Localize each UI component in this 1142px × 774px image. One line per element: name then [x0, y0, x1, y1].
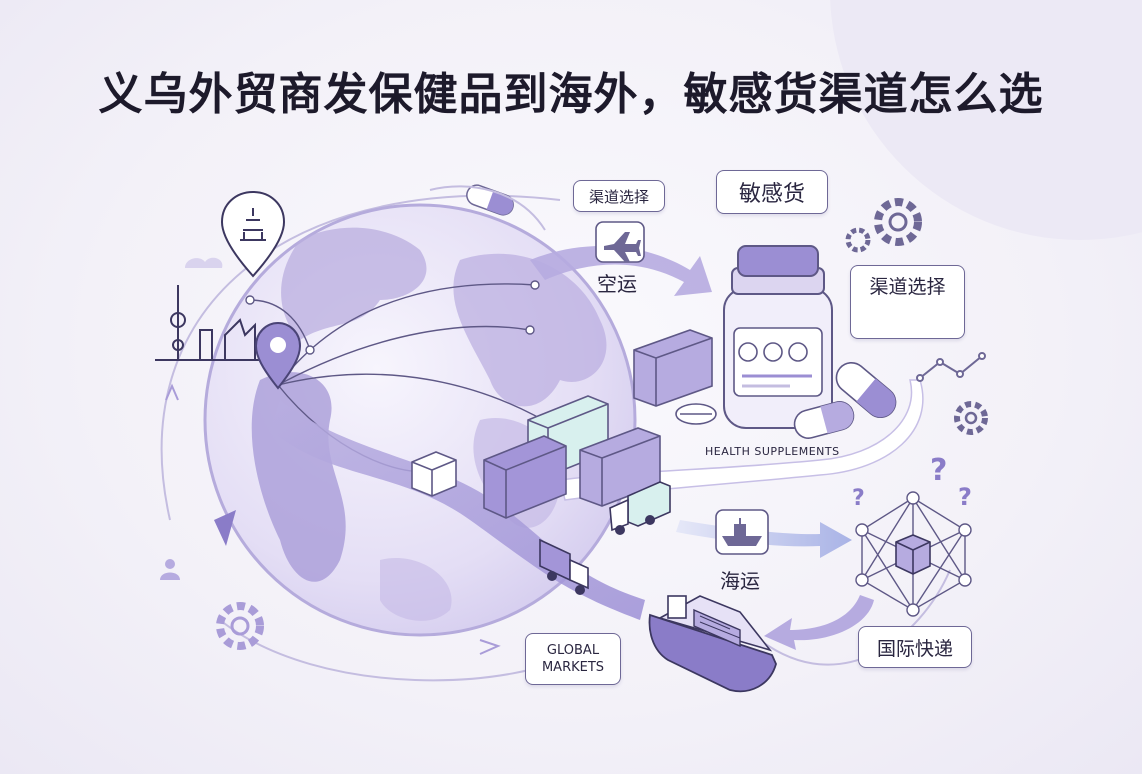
global-markets-line2: MARKETS — [541, 660, 605, 675]
sensitive-goods-tag: 敏感货 — [716, 170, 828, 214]
channel-select-card-label: 渠道选择 — [869, 276, 946, 298]
health-supplements-label: HEALTH SUPPLEMENTS — [705, 445, 840, 458]
package-box-icon — [411, 451, 457, 497]
cargo-ship-icon — [648, 595, 777, 693]
truck-icon — [539, 538, 589, 595]
gear-icon — [845, 227, 871, 253]
package-box-icon — [895, 534, 931, 575]
svg-text:?: ? — [930, 453, 947, 488]
gear-icon — [216, 602, 264, 650]
curve-arrow-top — [429, 185, 546, 231]
skyline-icon — [155, 285, 260, 361]
global-markets-tag: GLOBAL MARKETS — [525, 633, 621, 685]
pagoda-pin-icon — [220, 190, 286, 278]
air-route-arrow — [530, 246, 712, 296]
global-arrow — [479, 639, 501, 655]
container-icon — [483, 435, 567, 519]
left-arrow-shape — [214, 510, 236, 546]
plane-icon — [595, 221, 645, 263]
sensitive-goods-label: 敏感货 — [738, 182, 805, 207]
gear-icon — [874, 198, 922, 246]
corner-decoration — [830, 0, 1142, 240]
supplement-bottle-icon — [723, 245, 833, 429]
channel-select-small-label: 渠道选择 — [588, 187, 649, 206]
container-icon — [633, 329, 713, 407]
left-orbit-arrow — [165, 383, 179, 401]
truck-icon — [609, 481, 671, 535]
express-return-arrow — [764, 595, 874, 650]
air-freight-label: 空运 — [597, 272, 637, 296]
svg-text:?: ? — [852, 486, 865, 511]
question-mark-icon: ? ? ? — [852, 453, 972, 511]
pill-capsule-icon — [835, 361, 897, 419]
gear-icon — [954, 401, 988, 435]
pill-capsule-icon — [793, 401, 855, 439]
tablet-icon — [675, 403, 717, 425]
route-lines — [245, 280, 561, 473]
location-pin-icon — [254, 321, 302, 390]
sea-freight-label: 海运 — [720, 569, 760, 593]
page-title: 义乌外贸商发保健品到海外，敏感货渠道怎么选 — [98, 69, 1044, 120]
user-icon — [160, 559, 180, 580]
ship-icon — [715, 509, 769, 555]
international-express-tag: 国际快递 — [858, 626, 972, 668]
svg-text:?: ? — [958, 483, 972, 511]
international-express-label: 国际快递 — [876, 637, 953, 660]
channel-select-card: 渠道选择 — [850, 265, 965, 339]
channel-select-small-tag: 渠道选择 — [573, 180, 665, 212]
global-markets-line1: GLOBAL — [546, 643, 600, 658]
line-chart-icon — [916, 352, 986, 382]
cloud-icon — [185, 257, 223, 268]
